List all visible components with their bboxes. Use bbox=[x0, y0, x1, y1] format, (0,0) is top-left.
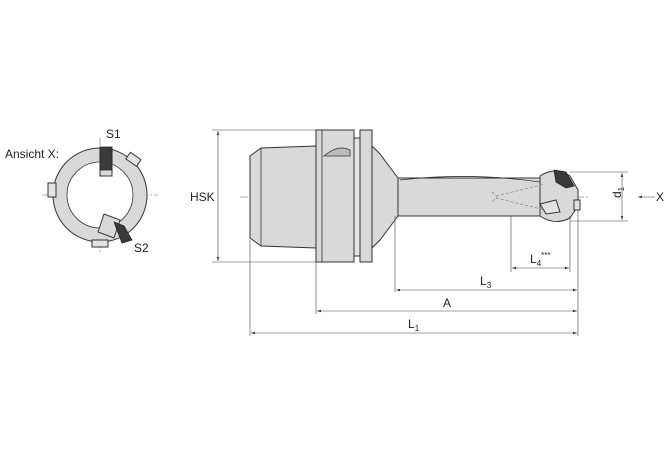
insert-label-s1: S1 bbox=[106, 127, 121, 141]
flange-rear bbox=[359, 129, 373, 263]
shank bbox=[397, 177, 541, 217]
end-view-web-lower bbox=[97, 213, 121, 239]
coolant-channel-end bbox=[491, 191, 498, 203]
l4-label: L4*** bbox=[530, 251, 550, 268]
end-view-label: Ansicht X: bbox=[5, 147, 59, 161]
a-label: A bbox=[443, 296, 451, 310]
coolant-channel-lower bbox=[495, 197, 546, 211]
neck bbox=[371, 144, 399, 250]
hsk-taper bbox=[249, 145, 317, 249]
coolant-channel-upper bbox=[495, 183, 546, 197]
l3-label: L3 bbox=[480, 274, 492, 290]
flange-notch bbox=[322, 147, 351, 157]
view-arrow-label: X bbox=[656, 190, 664, 204]
d1-label: d1 bbox=[610, 186, 626, 198]
hsk-label: HSK bbox=[190, 190, 215, 204]
dimensions: HSK d1 X L4*** L3 A L1 bbox=[190, 129, 664, 336]
guide-pad-side bbox=[573, 199, 581, 211]
guide-pad-bottom bbox=[91, 239, 109, 248]
end-view: Ansicht X: S1 S2 bbox=[5, 127, 158, 255]
guide-pad-left bbox=[47, 182, 57, 198]
insert-s1-side bbox=[553, 169, 575, 189]
insert-s1-end bbox=[99, 146, 113, 171]
side-view bbox=[240, 129, 588, 263]
insert-label-s2: S2 bbox=[134, 241, 149, 255]
l1-label: L1 bbox=[408, 317, 420, 333]
guide-pad-upper-right bbox=[125, 151, 142, 167]
shank-flute-line bbox=[399, 176, 541, 183]
insert-s2-end bbox=[113, 221, 133, 244]
insert-s2-side bbox=[539, 199, 561, 215]
flange-groove bbox=[353, 137, 361, 257]
